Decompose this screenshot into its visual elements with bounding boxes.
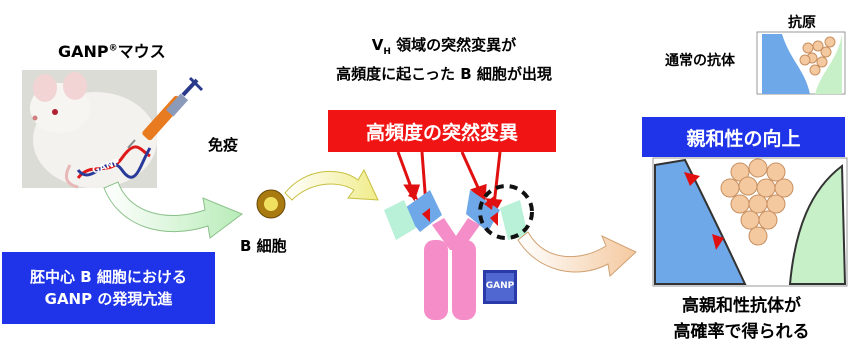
bcell-icon [256,189,286,219]
registered-mark: ® [108,43,118,54]
mouse-title-suffix: マウス [117,42,166,61]
germinal-center-box: 胚中心 B 細胞における GANP の発現亢進 [2,252,215,324]
vh-subscript: H [383,47,391,57]
bcell-label: B 細胞 [240,237,287,255]
gc-box-line1: 胚中心 B 細胞における [30,268,187,286]
vh-heading-line1: VH 領域の突然変異が [318,34,570,63]
result-line1: 高親和性抗体が [682,296,801,316]
normal-antibody-illustration [756,31,846,95]
arrow-to-high-affinity [517,231,637,277]
arrow-mouse-to-bcell [103,181,244,239]
high-frequency-mutation-box: 高頻度の突然変異 [328,110,556,152]
vh-mutation-heading: VH 領域の突然変異が 高頻度に起こった B 細胞が出現 [318,34,570,85]
arrow-bcell-to-antibody [284,168,379,201]
vh-prefix: V [371,36,384,54]
vh-suffix: 領域の突然変異が [390,36,517,54]
mouse-illustration [22,70,157,189]
normal-antibody-label: 通常の抗体 [665,53,735,69]
ganp-logo [483,270,517,304]
result-line2: 高確率で得られる [673,322,810,342]
mouse-title: GANP®マウス [58,38,166,62]
mouse-title-ganp: GANP [58,42,109,61]
highlight-circle [478,184,534,240]
antigen-label: 抗原 [788,15,816,31]
antibody-mutated [384,188,528,320]
syringe-icon [127,76,204,149]
gc-box-line2: GANP の発現亢進 [44,290,173,308]
high-affinity-antibody-illustration [652,157,848,287]
vh-heading-line2: 高頻度に起こった B 細胞が出現 [336,65,552,83]
affinity-improvement-box: 親和性の向上 [642,117,845,157]
result-text: 高親和性抗体が 高確率で得られる [630,293,853,345]
immunize-label: 免疫 [208,136,239,154]
ganp-logo-text: GANP [485,281,515,291]
